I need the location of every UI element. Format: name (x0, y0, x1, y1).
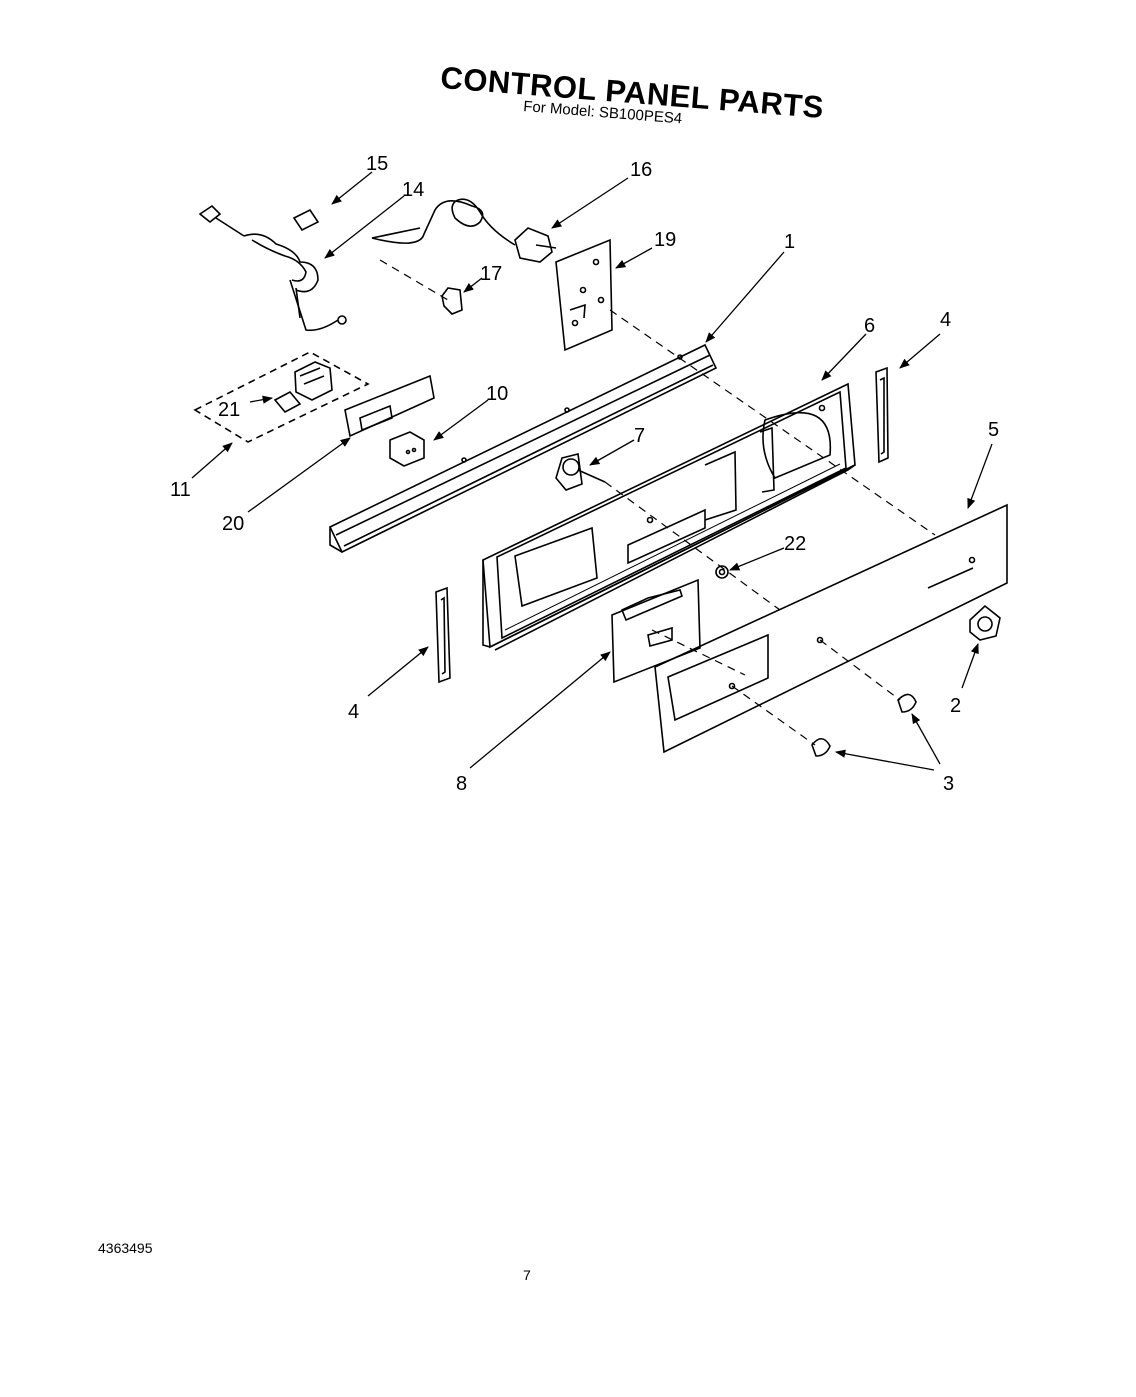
nut (715, 565, 729, 579)
harness-clip (292, 208, 320, 232)
end-cap-left (435, 586, 451, 684)
leader-arrows (191, 171, 993, 771)
front-console-panel (654, 503, 1008, 754)
mounting-rail (328, 343, 718, 554)
mounting-plate (555, 238, 613, 352)
callout-21: 21 (218, 399, 240, 421)
callout-labels: 1 2 3 4 4 5 6 7 8 10 11 14 15 16 17 19 2… (170, 153, 999, 795)
callout-10: 10 (486, 383, 508, 405)
callout-4-left: 4 (348, 701, 359, 723)
document-number: 4363495 (98, 1240, 153, 1256)
callout-20: 20 (222, 513, 244, 535)
callout-15: 15 (366, 153, 388, 175)
push-button-upper (897, 693, 917, 713)
callout-17: 17 (480, 263, 502, 285)
callout-14: 14 (402, 179, 424, 201)
callout-22: 22 (784, 533, 806, 555)
callout-5: 5 (988, 419, 999, 441)
wire-bracket (344, 374, 435, 438)
membrane-switch (611, 578, 701, 684)
terminal-connector (389, 431, 425, 467)
connector-kit (193, 351, 370, 443)
rotary-switch (555, 453, 606, 491)
thermostat-sensor (371, 198, 557, 263)
sensor-clip (441, 287, 463, 315)
callout-1: 1 (784, 231, 795, 253)
assembly-lines (379, 259, 936, 746)
callout-2: 2 (950, 695, 961, 717)
callout-3: 3 (943, 773, 954, 795)
console-frame (482, 382, 856, 651)
callout-4-right: 4 (940, 309, 951, 331)
callout-8: 8 (456, 773, 467, 795)
callout-7: 7 (634, 425, 645, 447)
callout-16: 16 (630, 159, 652, 181)
callout-11: 11 (170, 479, 191, 501)
callout-6: 6 (864, 315, 875, 337)
end-cap-right (875, 366, 889, 464)
page-number: 7 (523, 1267, 531, 1283)
timer-knob (969, 604, 1001, 641)
push-button-lower (811, 737, 831, 757)
wire-harness (198, 204, 347, 332)
callout-19: 19 (654, 229, 676, 251)
